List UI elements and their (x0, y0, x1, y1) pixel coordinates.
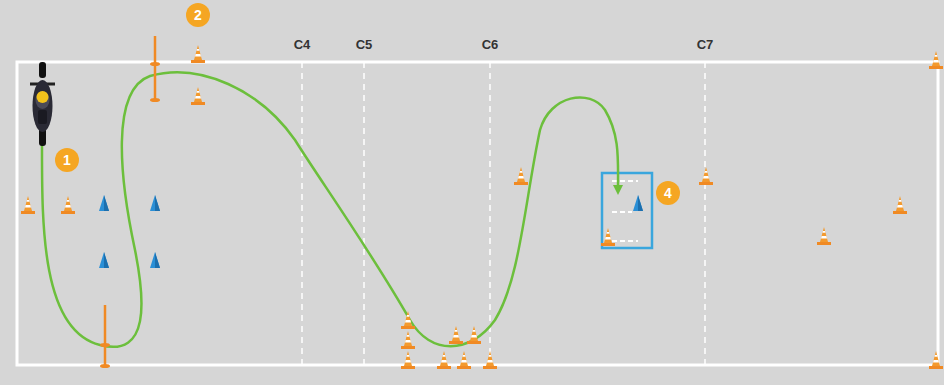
callout-text: 4 (664, 186, 672, 200)
zone-label: C6 (482, 37, 499, 52)
course-boundary (17, 62, 938, 365)
callout-number: 2 (186, 3, 210, 27)
poles (100, 36, 160, 368)
orange-cones (21, 45, 943, 369)
motorcycle (30, 62, 55, 146)
zone-label: C7 (697, 37, 714, 52)
callout-text: 1 (63, 153, 71, 167)
callout-number: 4 (656, 181, 680, 205)
callout-text: 2 (194, 8, 202, 22)
riding-path (42, 72, 618, 346)
blue-cones (99, 195, 643, 268)
zone-label: C4 (294, 37, 311, 52)
zone-lines (302, 62, 705, 365)
callout-number: 1 (55, 148, 79, 172)
zone-label: C5 (356, 37, 373, 52)
stop-box (602, 173, 652, 248)
